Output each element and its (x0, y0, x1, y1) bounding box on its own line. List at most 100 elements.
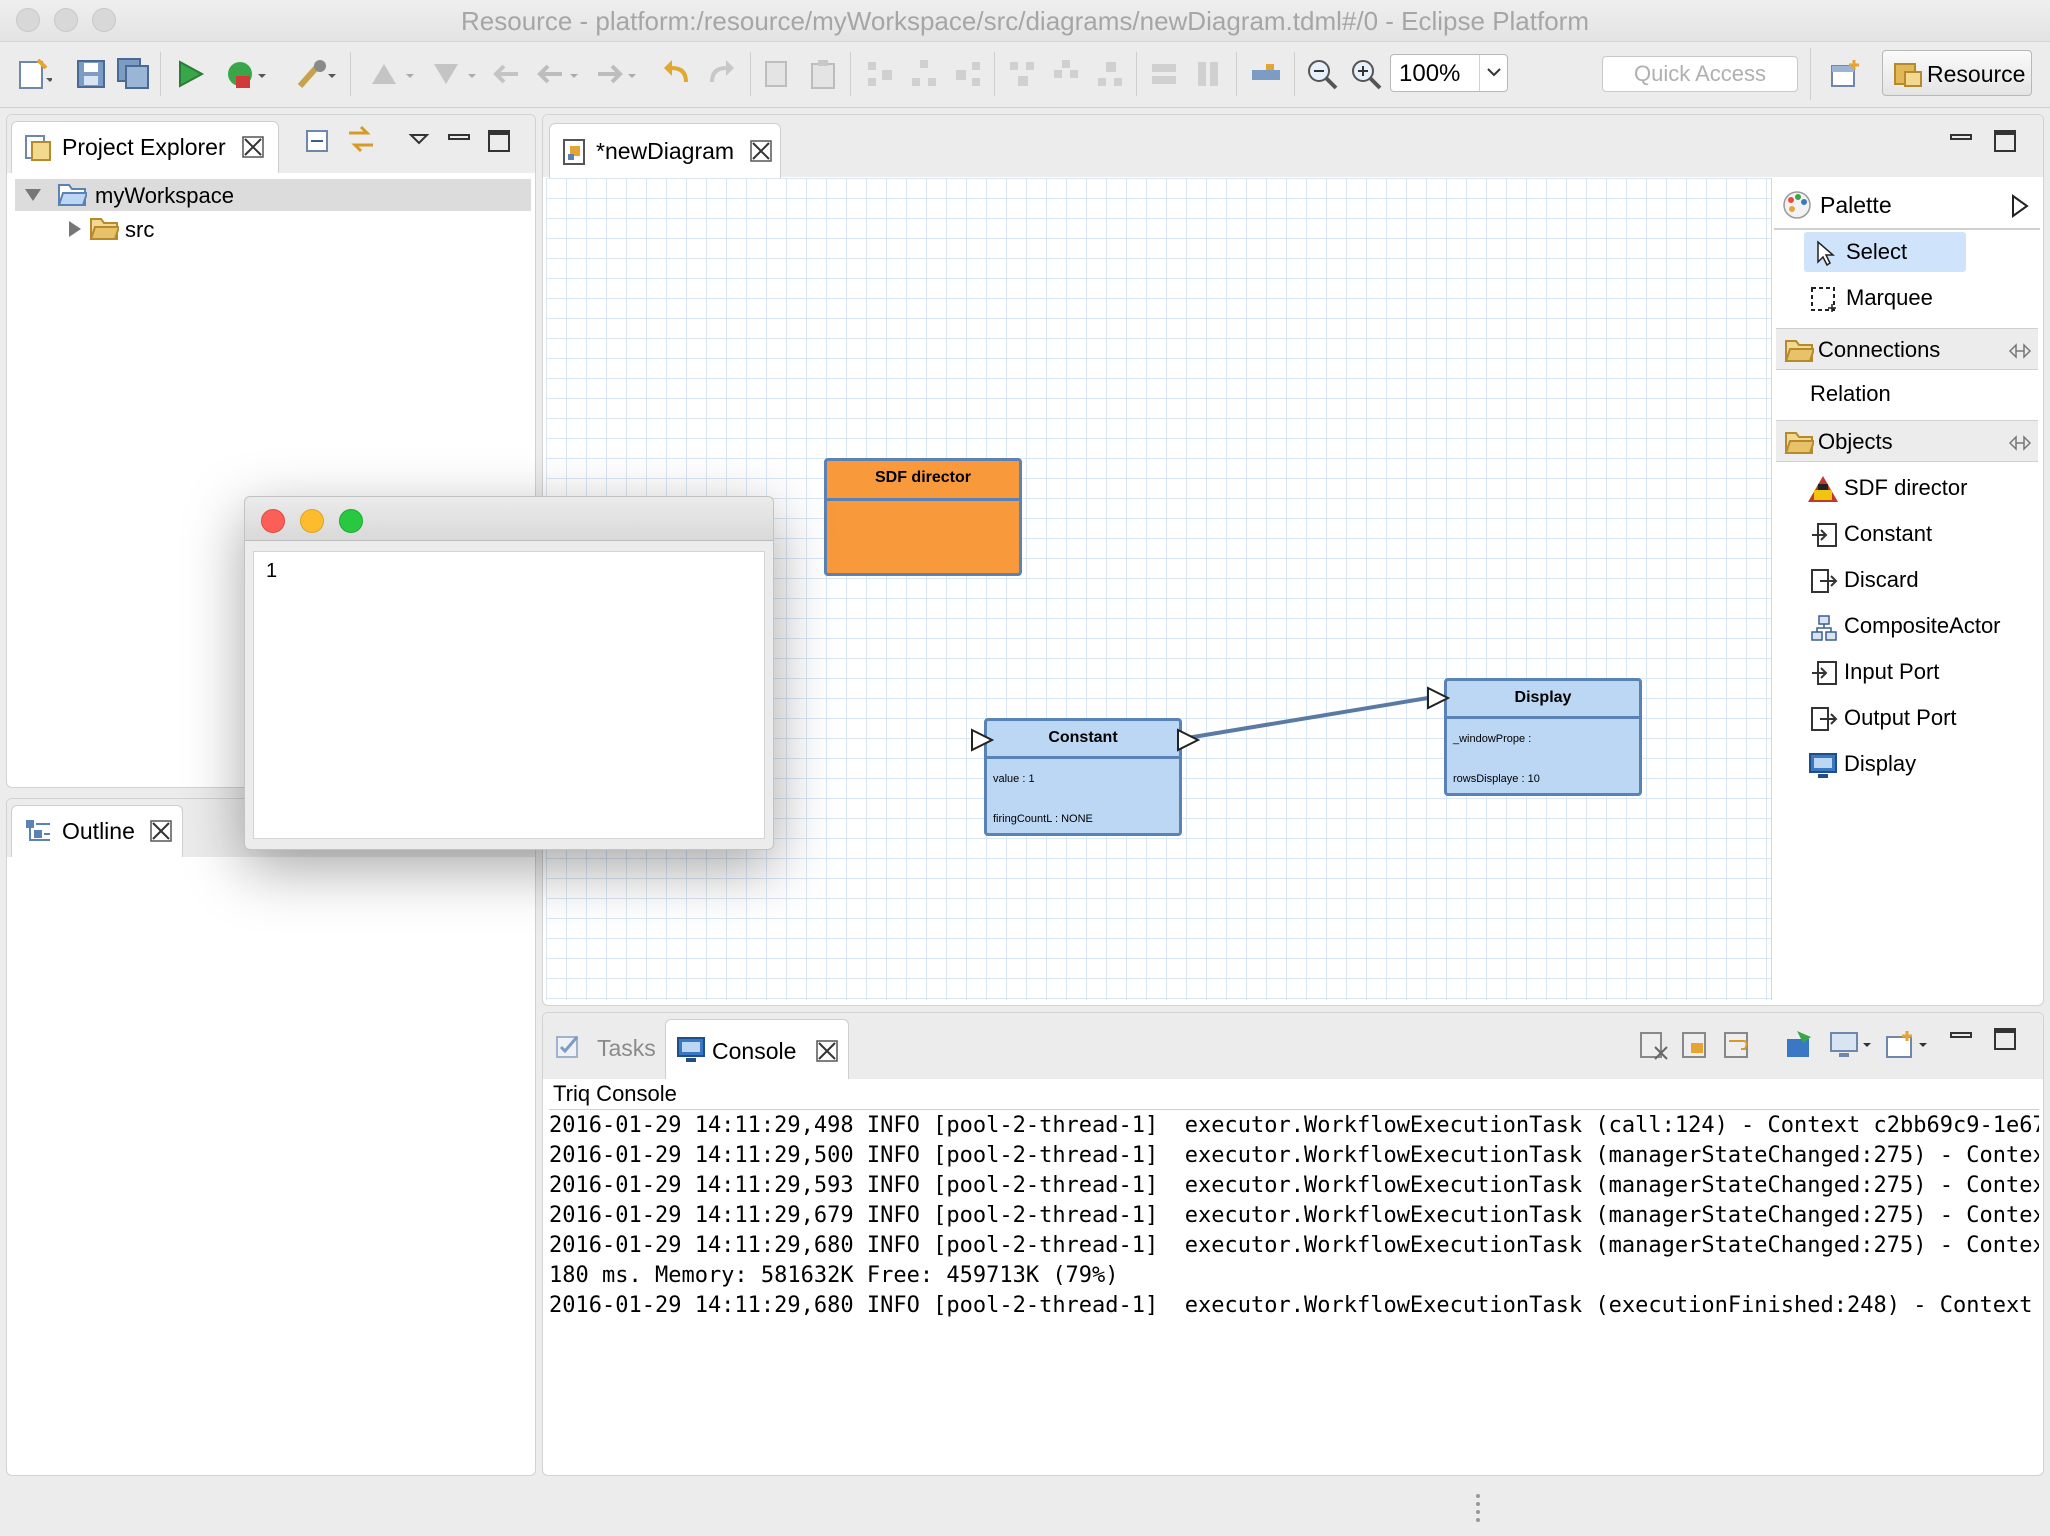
input-port-triangle-icon[interactable] (970, 728, 994, 752)
run-icon[interactable] (172, 56, 208, 92)
new-file-icon[interactable] (16, 56, 52, 92)
palette-tool-marquee[interactable]: Marquee (1804, 278, 2004, 318)
expanded-triangle-icon[interactable] (23, 185, 43, 205)
tab-new-diagram[interactable]: *newDiagram (549, 123, 781, 179)
palette-item-label: CompositeActor (1844, 613, 2001, 638)
maximize-icon[interactable] (1993, 129, 2017, 153)
display-window-title-bar[interactable] (245, 497, 773, 541)
palette-item-label: Relation (1810, 381, 1891, 406)
scroll-lock-icon[interactable] (1679, 1029, 1711, 1061)
drag-handle-icon[interactable] (1474, 1492, 1482, 1524)
tab-outline[interactable]: Outline (11, 805, 183, 857)
sdf-director-node[interactable]: SDF director (824, 458, 1022, 576)
collapsed-triangle-icon[interactable] (65, 219, 85, 239)
folder-icon (1784, 429, 1814, 455)
palette-item-sdf-director[interactable]: SDF director (1804, 468, 2024, 508)
next-annotation-icon[interactable] (366, 56, 414, 92)
minimize-window-button[interactable] (300, 509, 324, 533)
tab-tasks[interactable]: Tasks (553, 1025, 665, 1071)
save-all-icon[interactable] (116, 56, 152, 92)
constant-node[interactable]: Constant value : 1 firingCountL : NONE (984, 718, 1182, 836)
display-selected-console-icon[interactable] (1829, 1029, 1873, 1061)
input-port-triangle-icon[interactable] (1426, 686, 1450, 710)
save-icon[interactable] (74, 56, 110, 92)
quick-access-input[interactable]: Quick Access (1602, 56, 1798, 92)
last-edit-icon[interactable] (490, 56, 526, 92)
resource-perspective-button[interactable]: Resource (1882, 50, 2032, 96)
word-wrap-icon[interactable] (1721, 1029, 1753, 1061)
tree-item-src[interactable]: src (15, 213, 531, 245)
palette-item-constant[interactable]: Constant (1804, 514, 2024, 554)
palette-item-output-port[interactable]: Output Port (1804, 698, 2024, 738)
tree-item-label: src (125, 217, 155, 242)
back-icon[interactable] (534, 56, 578, 92)
palette-item-relation[interactable]: Relation (1810, 374, 2010, 414)
open-perspective-icon[interactable] (1828, 56, 1864, 92)
close-window-button[interactable] (261, 509, 285, 533)
relation-connector[interactable] (546, 178, 1772, 1000)
pin-icon[interactable] (2008, 343, 2032, 359)
align-top-icon[interactable] (1004, 56, 1040, 92)
palette-item-input-port[interactable]: Input Port (1804, 652, 2024, 692)
console-output[interactable]: 2016-01-29 14:11:29,498 INFO [pool-2-thr… (549, 1111, 2039, 1321)
align-center-icon[interactable] (906, 56, 942, 92)
zoom-in-icon[interactable] (1348, 56, 1384, 92)
constant-title: Constant (987, 721, 1179, 759)
chevron-down-icon[interactable] (1479, 55, 1507, 91)
align-bottom-icon[interactable] (1092, 56, 1128, 92)
zoom-out-icon[interactable] (1304, 56, 1340, 92)
close-icon[interactable] (242, 136, 264, 158)
open-console-icon[interactable] (1885, 1029, 1929, 1061)
constant-prop-firing: firingCountL : NONE (993, 813, 1093, 825)
maximize-icon[interactable] (1993, 1027, 2017, 1051)
undo-icon[interactable] (660, 56, 696, 92)
align-middle-icon[interactable] (1048, 56, 1084, 92)
prev-annotation-icon[interactable] (428, 56, 476, 92)
palette-tool-select[interactable]: Select (1804, 232, 1966, 272)
properties-icon[interactable] (1248, 56, 1284, 92)
close-icon[interactable] (150, 820, 172, 842)
zoom-window-button[interactable] (339, 509, 363, 533)
pin-console-icon[interactable] (1783, 1029, 1815, 1061)
minimize-icon[interactable] (447, 125, 471, 149)
tab-console[interactable]: Console (665, 1019, 849, 1079)
view-menu-icon[interactable] (407, 129, 431, 153)
output-port-triangle-icon[interactable] (1176, 728, 1200, 752)
close-icon[interactable] (750, 140, 772, 162)
palette-item-composite-actor[interactable]: CompositeActor (1804, 606, 2034, 646)
minimize-window-button[interactable] (54, 8, 78, 32)
close-window-button[interactable] (16, 8, 40, 32)
display-output-window[interactable]: 1 (244, 496, 774, 850)
tab-project-explorer[interactable]: Project Explorer (11, 121, 279, 173)
external-tools-icon[interactable] (294, 56, 336, 92)
palette-item-discard[interactable]: Discard (1804, 560, 2024, 600)
palette-drawer-connections[interactable]: Connections (1776, 328, 2038, 370)
constant-icon (1810, 522, 1838, 550)
zoom-level-combo[interactable]: 100% (1390, 54, 1508, 92)
palette-item-display[interactable]: Display (1804, 744, 2024, 784)
tree-item-myworkspace[interactable]: myWorkspace (15, 179, 531, 211)
paste-icon[interactable] (806, 56, 842, 92)
minimize-icon[interactable] (1949, 1023, 1973, 1047)
collapse-all-icon[interactable] (305, 129, 329, 153)
copy-icon[interactable] (760, 56, 796, 92)
close-icon[interactable] (816, 1040, 838, 1062)
link-with-editor-icon[interactable] (345, 123, 373, 153)
display-node[interactable]: Display _windowPrope : rowsDisplaye : 10 (1444, 678, 1642, 796)
clear-console-icon[interactable] (1637, 1029, 1669, 1061)
pin-icon[interactable] (2008, 435, 2032, 451)
zoom-window-button[interactable] (92, 8, 116, 32)
match-height-icon[interactable] (1190, 56, 1226, 92)
debug-icon[interactable] (224, 56, 266, 92)
display-text-area[interactable]: 1 (253, 551, 765, 839)
palette-drawer-objects[interactable]: Objects (1776, 420, 2038, 462)
palette-item-label: Input Port (1844, 659, 1940, 684)
minimize-icon[interactable] (1949, 125, 1973, 149)
maximize-icon[interactable] (487, 129, 511, 153)
align-right-icon[interactable] (950, 56, 986, 92)
forward-icon[interactable] (592, 56, 636, 92)
palette-collapse-icon[interactable] (2010, 194, 2030, 218)
align-left-icon[interactable] (862, 56, 898, 92)
match-width-icon[interactable] (1146, 56, 1182, 92)
redo-icon[interactable] (702, 56, 738, 92)
